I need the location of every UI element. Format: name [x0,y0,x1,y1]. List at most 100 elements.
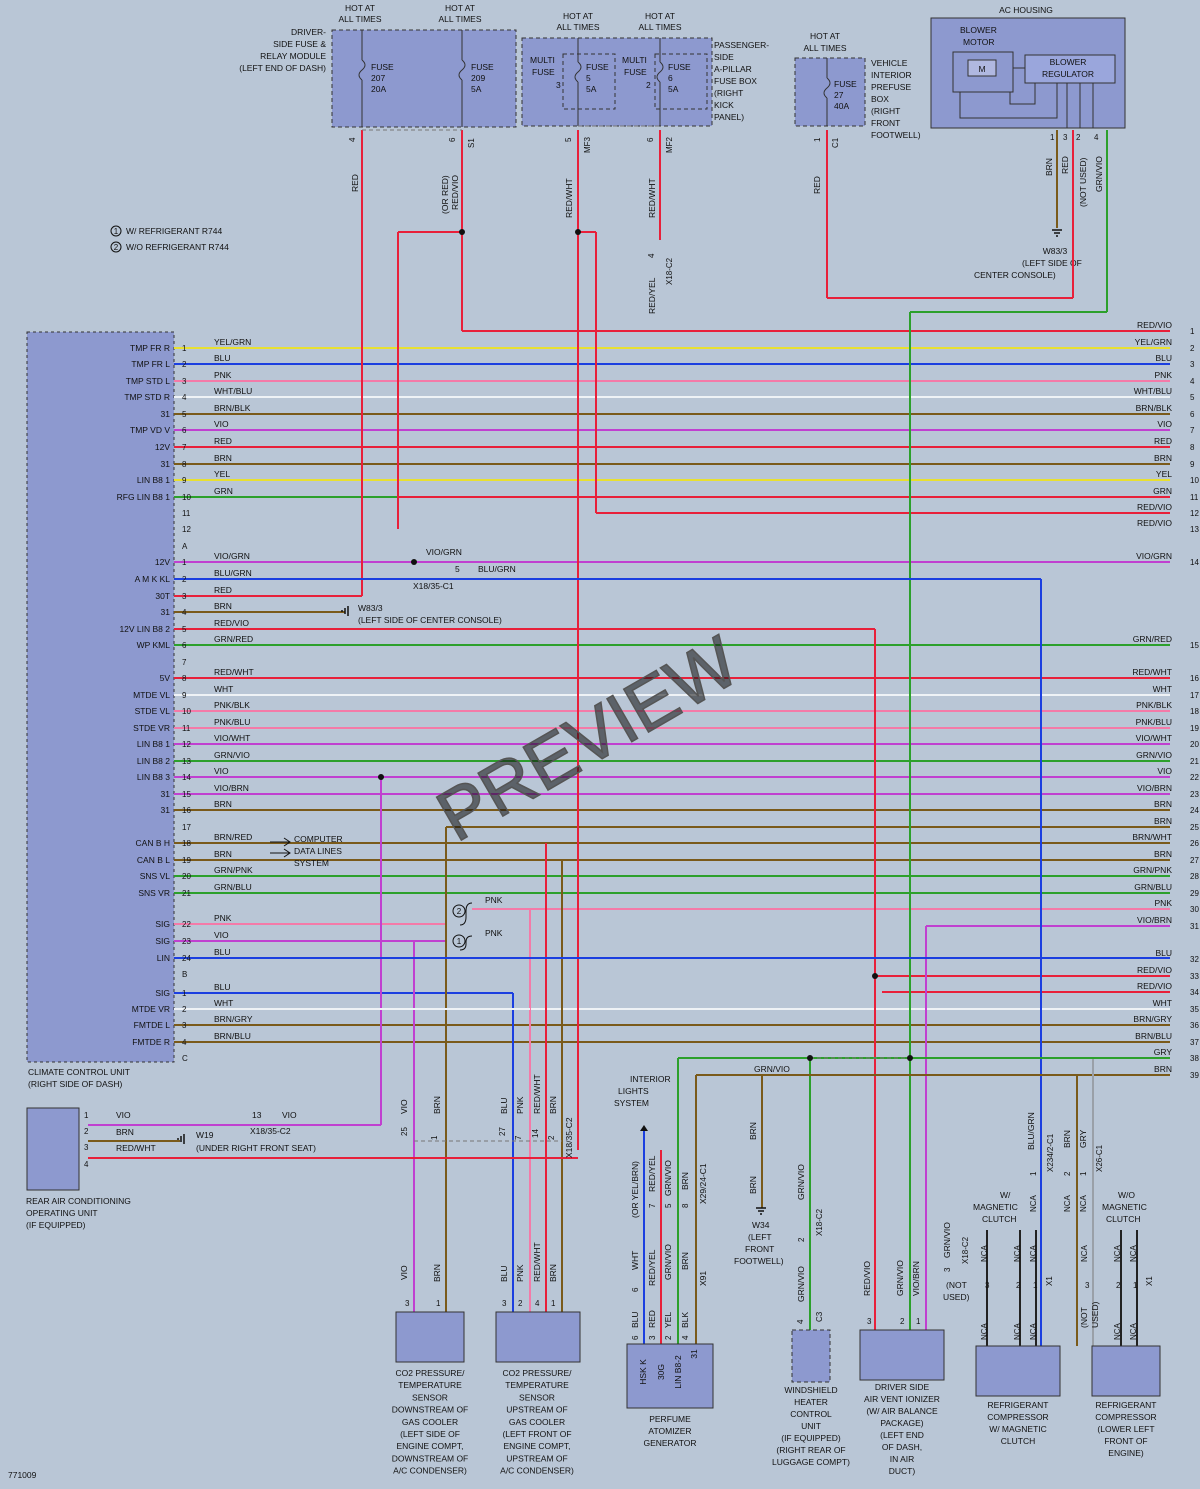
right-wire-label: RED [1154,436,1172,446]
right-pin-number: 10 [1190,476,1199,485]
rear-gnd-loc: (UNDER RIGHT FRONT SEAT) [196,1143,316,1153]
svg-text:NCA: NCA [980,1244,989,1262]
right-wire-label: BRN [1154,816,1172,826]
ccu-pin-label: TMP VD V [130,425,170,435]
ccu-pin-number: 5 [182,410,187,419]
fuse-27-icon [823,77,831,99]
hot-label-3: HOT AT [563,11,593,21]
prefuse-box: HOT AT ALL TIMES FUSE 27 40A VEHICLE INT… [794,31,921,194]
svg-text:GRN/VIO: GRN/VIO [796,1164,806,1200]
ccu-pin-number: 3 [182,1021,187,1030]
sensor-names: CO2 PRESSURE/TEMPERATURESENSORDOWNSTREAM… [392,1368,1157,1476]
svg-text:PNK: PNK [515,1264,525,1282]
splice-dot [575,229,581,235]
svg-text:WHT: WHT [630,1251,640,1270]
ccu-pin-number: 9 [182,691,187,700]
right-pin-number: 16 [1190,674,1199,683]
brace-icon [459,935,473,951]
pass-conn-x18: X18-C2 [665,257,674,285]
co2-downstream-name: GAS COOLER [402,1417,458,1427]
ccu-pin-label: LIN B8 3 [137,772,170,782]
ccu-wire-label: BRN [214,453,232,463]
ccu-pin-label: 31 [161,607,171,617]
fuse-207-label-3: 20A [371,84,386,94]
perfume-atomizer: HSK K 30G LIN B8-2 31 6 3 2 4 BLU RED YE… [614,1074,714,1409]
rear-name-3: (IF EQUIPPED) [26,1220,86,1230]
ccu-annotations: VIO/GRN 5 BLU/GRN X18/35-C1 W83/3 (LEFT … [270,547,516,951]
option-2-num: 2 [457,907,462,916]
rear-ac-unit: 1 2 3 4 VIO BRN RED/WHT 13 VIO X18/35-C2… [26,1107,316,1230]
right-pin-number: 9 [1190,460,1195,469]
right-wire-label: VIO [1157,419,1172,429]
svg-text:1: 1 [1133,1281,1138,1290]
co2-upstream-name: UPSTREAM OF [506,1405,567,1415]
svg-text:BRN: BRN [432,1264,442,1282]
right-wire-label: GRN/BLU [1134,882,1172,892]
prefuse-pin-conn: C1 [831,137,840,148]
x234-connector: 1 2 BLU/GRN BRN X234/2-C1 NCA NCA 1 GRY … [1026,1112,1104,1212]
co2-downstream-name: DOWNSTREAM OF [392,1453,469,1463]
ccu-wire-label: PNK [214,913,232,923]
svg-text:3: 3 [985,1281,990,1290]
lc-pin-2: 2 [547,1135,556,1140]
fuse-207-label-2: 207 [371,73,385,83]
option-1-num: 1 [457,937,462,946]
ccu-pin-label: CAN B L [137,855,170,865]
ac-pin-3: 3 [1063,133,1068,142]
co2-upstream-name: (LEFT FRONT OF [502,1429,571,1439]
co2-upstream-name: ENGINE COMPT, [503,1441,570,1451]
svg-text:2: 2 [797,1237,806,1242]
svg-text:GRN/VIO: GRN/VIO [754,1064,790,1074]
hot-label-2b: ALL TIMES [439,14,482,24]
ccu-wire-label: RED/VIO [214,618,249,628]
svg-text:BLU: BLU [499,1265,509,1282]
right-pin-number: 18 [1190,707,1199,716]
blower-regulator-rect [1024,54,1116,84]
pnk-alt-b: PNK [485,928,503,938]
ccu-wire-label: RED [214,436,232,446]
svg-text:GRN/VIO: GRN/VIO [796,1266,806,1302]
fuse-207-icon [358,59,366,81]
svg-text:GRN/VIO: GRN/VIO [663,1160,673,1196]
arrow-right-icon [270,848,291,858]
ccu-wire-label: PNK/BLK [214,700,250,710]
driver-fuse-wire-b2: RED/VIO [450,175,460,210]
right-wire-label: RED/VIO [1137,981,1172,991]
driver-fuse-wire-b1: (OR RED) [440,175,450,214]
svg-text:3: 3 [1085,1281,1090,1290]
svg-text:2: 2 [900,1317,905,1326]
right-pin-number: 27 [1190,856,1199,865]
right-pin-number: 30 [1190,905,1199,914]
ccu-pin-label: TMP STD R [124,392,170,402]
ccu-pin-label: FMTDE L [134,1020,171,1030]
perfume-name: GENERATOR [643,1438,696,1448]
ccu-wire-label: GRN [214,486,233,496]
ccu-wire-label: VIO [214,766,229,776]
ccu-wire-label: VIO [214,419,229,429]
co2-downstream-name: ENGINE COMPT, [396,1441,463,1451]
svg-text:30G: 30G [656,1364,666,1380]
svg-text:BRN: BRN [748,1122,758,1140]
windshield-name: WINDSHIELD [784,1385,837,1395]
svg-text:LIGHTS: LIGHTS [618,1086,649,1096]
ccu-pin-label: STDE VR [133,723,170,733]
right-pin-number: 4 [1190,377,1195,386]
rear-pin-2: 2 [84,1127,89,1136]
svg-text:GRN/VIO: GRN/VIO [663,1244,673,1280]
ccu-wire-label: PNK/BLU [214,717,250,727]
right-pin-number: 29 [1190,889,1199,898]
pass-wire-a: RED/WHT [564,178,574,218]
lc-pin-1: 1 [430,1135,439,1140]
hot-label-5b: ALL TIMES [804,43,847,53]
ccu-pin-number: 3 [182,377,187,386]
rear-pin-4: 4 [84,1160,89,1169]
rear-conn-wire: VIO [282,1110,297,1120]
ccu-pin-number: 15 [182,790,191,799]
driver-fuse-wire-a: RED [350,174,360,192]
ccu-pin-label: SNS VL [140,871,171,881]
right-pin-number: 32 [1190,955,1199,964]
ccu-pin-number: 18 [182,839,191,848]
right-pin-number: 34 [1190,988,1199,997]
climate-control-unit [26,331,175,1063]
ccu-pin-number: 7 [182,443,187,452]
